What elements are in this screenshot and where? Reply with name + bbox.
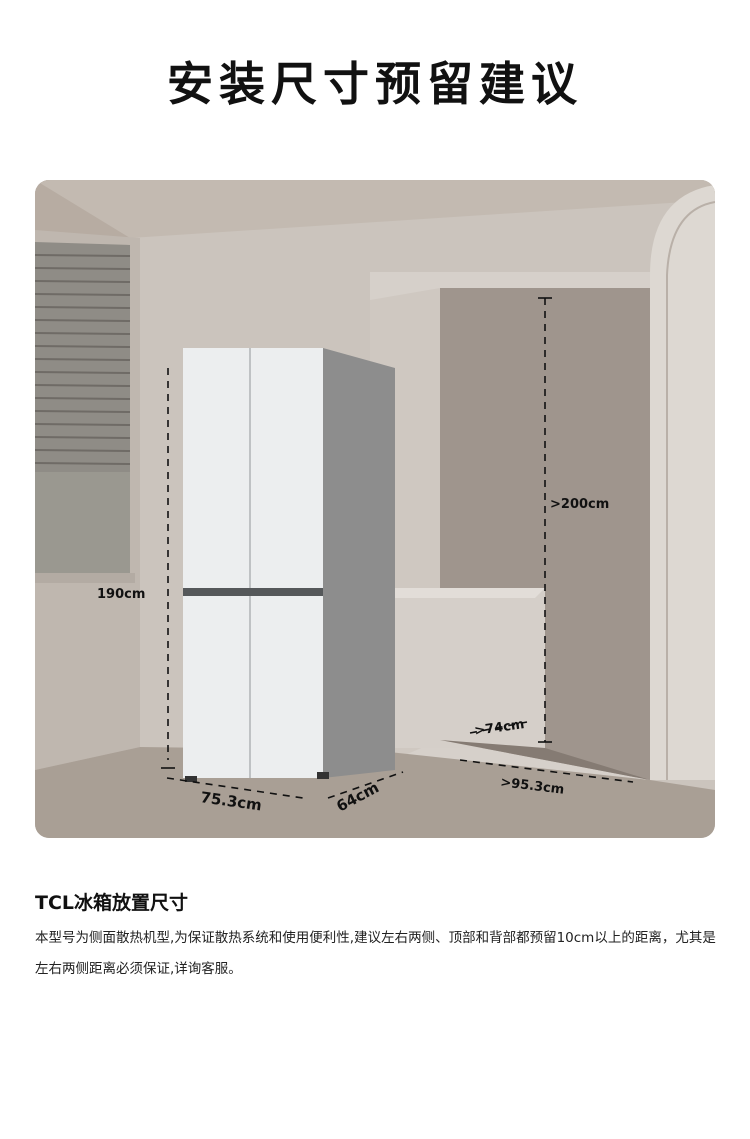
niche-depth-label: >74cm [473, 717, 525, 739]
info-heading: TCL冰箱放置尺寸 [35, 892, 189, 914]
fridge-height-label: 190cm [97, 587, 145, 602]
info-description: 本型号为侧面散热机型,为保证散热系统和使用便利性,建议左右两侧、顶部和背部都预留… [35, 930, 716, 977]
page-title: 安装尺寸预留建议 [167, 57, 583, 111]
niche-height-label: >200cm [550, 497, 609, 512]
installation-illustration: 190cm >200cm >74cm 75.3cm 64cm >95.3cm [35, 180, 715, 838]
